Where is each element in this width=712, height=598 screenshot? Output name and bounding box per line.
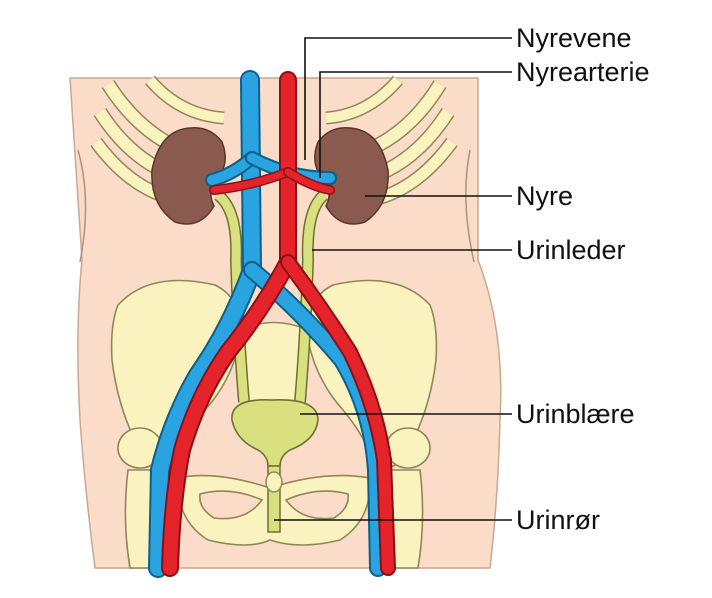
- kidney-right: [314, 127, 389, 225]
- aorta: [161, 71, 396, 577]
- label-urinleder: Urinleder: [516, 235, 626, 265]
- kidney-left: [151, 127, 226, 225]
- label-nyre: Nyre: [516, 181, 573, 211]
- leader-nyrearterie: [319, 71, 512, 178]
- leader-nyrevene: [304, 37, 512, 160]
- label-nyrearterie: Nyrearterie: [516, 57, 650, 87]
- leader-lines: [274, 37, 512, 521]
- urethra: [265, 465, 283, 533]
- label-nyrevene: Nyrevene: [516, 23, 632, 53]
- labels: Nyrevene Nyrearterie Nyre Urinleder Urin…: [516, 23, 650, 535]
- vena-cava: [148, 70, 387, 578]
- ureters: [214, 190, 329, 403]
- label-urinblaere: Urinblære: [516, 399, 635, 429]
- label-urinror: Urinrør: [516, 505, 600, 535]
